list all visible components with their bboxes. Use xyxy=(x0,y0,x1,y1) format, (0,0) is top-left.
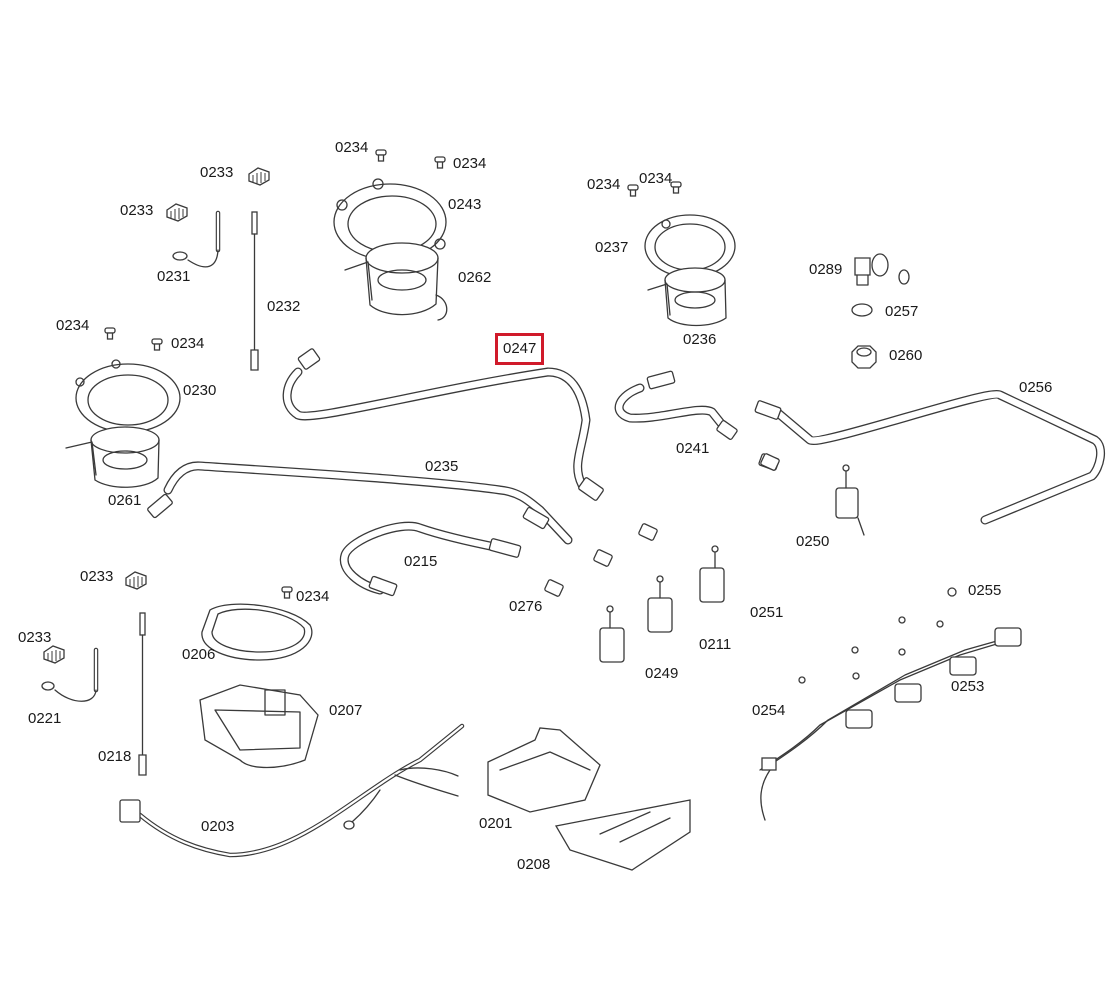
label-0262: 0262 xyxy=(458,269,492,286)
label-0234c: 0234 xyxy=(587,176,621,193)
label-0256: 0256 xyxy=(1019,379,1053,396)
label-0257: 0257 xyxy=(885,303,919,320)
label-0247-highlighted: 0247 xyxy=(495,333,545,365)
gas-valve-0249 xyxy=(599,605,625,663)
shield-0208 xyxy=(554,799,691,871)
nozzle-0276-a xyxy=(638,523,658,541)
label-0233d: 0233 xyxy=(18,629,52,646)
label-0234b: 0234 xyxy=(453,155,487,172)
nozzle-0250 xyxy=(760,453,780,471)
label-0260: 0260 xyxy=(889,347,923,364)
gasket-0206 xyxy=(201,603,313,661)
label-0251: 0251 xyxy=(750,604,784,621)
label-0249: 0249 xyxy=(645,665,679,682)
label-0203: 0203 xyxy=(201,818,235,835)
ignition-harness-0203 xyxy=(119,723,465,858)
gas-valve-0250 xyxy=(835,464,865,536)
label-0237: 0237 xyxy=(595,239,629,256)
nozzle-0276-b xyxy=(593,549,613,567)
label-0255: 0255 xyxy=(968,582,1002,599)
thermocouple-0221 xyxy=(41,647,99,702)
label-0234a: 0234 xyxy=(335,139,369,156)
elbow-fitting-0289 xyxy=(854,253,910,286)
nozzle-0276-c xyxy=(544,579,564,597)
label-0253: 0253 xyxy=(951,678,985,695)
burner-housing-0262 xyxy=(344,242,448,321)
label-0206: 0206 xyxy=(182,646,216,663)
label-0211: 0211 xyxy=(699,636,732,653)
label-0234e: 0234 xyxy=(56,317,90,334)
label-0276: 0276 xyxy=(509,598,543,615)
label-0230: 0230 xyxy=(183,382,217,399)
clip-rings-0255 xyxy=(798,587,957,684)
label-0231: 0231 xyxy=(157,268,191,285)
gas-tube-0235 xyxy=(147,461,573,545)
label-0235: 0235 xyxy=(425,458,459,475)
washer-0257 xyxy=(851,303,873,317)
label-0233a: 0233 xyxy=(200,164,234,181)
label-0215: 0215 xyxy=(404,553,438,570)
label-0236: 0236 xyxy=(683,331,717,348)
label-0241: 0241 xyxy=(676,440,710,457)
label-0201: 0201 xyxy=(479,815,513,832)
thermocouple-0218 xyxy=(138,612,147,776)
nut-0260 xyxy=(851,345,877,369)
gas-valve-0251 xyxy=(699,545,725,603)
label-0207: 0207 xyxy=(329,702,363,719)
gas-tube-0215 xyxy=(339,521,522,597)
label-0218: 0218 xyxy=(98,748,132,765)
label-0208: 0208 xyxy=(517,856,551,873)
label-0243: 0243 xyxy=(448,196,482,213)
burner-housing-0261 xyxy=(65,426,160,488)
ignition-harness-0253 xyxy=(759,627,1022,821)
gas-valve-0211 xyxy=(647,575,673,633)
label-0234f: 0234 xyxy=(171,335,205,352)
label-0289: 0289 xyxy=(809,261,843,278)
label-0233c: 0233 xyxy=(80,568,114,585)
gas-tube-0247 xyxy=(282,348,604,501)
cover-0201 xyxy=(487,727,601,813)
burner-housing-0236 xyxy=(647,267,727,327)
label-0233b: 0233 xyxy=(120,202,154,219)
label-0250: 0250 xyxy=(796,533,830,550)
thermocouple-0231 xyxy=(172,210,221,268)
label-0254: 0254 xyxy=(752,702,786,719)
label-0234d: 0234 xyxy=(639,170,673,187)
thermocouple-0232 xyxy=(250,211,259,371)
gas-tube-0241 xyxy=(614,370,738,440)
label-0232: 0232 xyxy=(267,298,301,315)
label-0221: 0221 xyxy=(28,710,62,727)
label-0261: 0261 xyxy=(108,492,142,509)
housing-0207 xyxy=(199,684,319,769)
label-0234g: 0234 xyxy=(296,588,330,605)
